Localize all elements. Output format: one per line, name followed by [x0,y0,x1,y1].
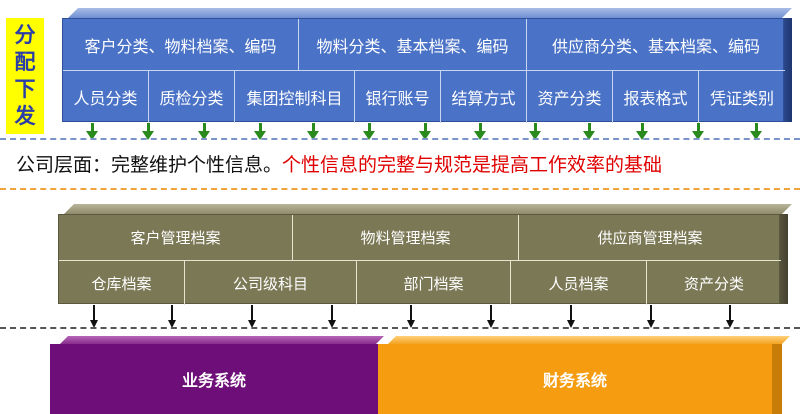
green-arrow-head [692,131,704,140]
black-arrow-head [328,320,336,328]
distribute-char: 分 [14,23,36,47]
group-cell-personnel-class: 人员分类 [63,71,149,123]
black-arrow-head [567,320,575,328]
black-arrow-head [726,320,734,328]
green-arrow [312,123,315,132]
distribute-char: 发 [14,104,36,128]
finance-system-block: 财务系统 [378,344,772,414]
finance-system-label: 财务系统 [542,371,607,390]
company-block-top [64,204,792,214]
company-cell-personnel: 人员档案 [511,261,647,305]
distribute-label: 分 配 下 发 [6,18,44,134]
black-arrow [570,305,572,321]
green-arrow-head [86,131,98,140]
green-arrow-head [307,131,319,140]
green-arrow-head [419,131,431,140]
business-system-top [60,336,384,344]
distribute-char: 下 [14,77,36,101]
group-cell-settlement: 结算方式 [441,71,527,123]
group-cell-report-format: 报表格式 [613,71,699,123]
black-arrow [490,305,492,321]
group-block-side [782,18,792,122]
black-arrow-head [90,320,98,328]
company-cell-customer-mgmt: 客户管理档案 [59,215,293,261]
distribute-char: 配 [14,50,36,74]
black-arrow-head [248,320,256,328]
finance-system-top [388,336,790,344]
green-arrow-head [474,131,486,140]
green-arrow [203,123,206,132]
black-arrow [729,305,731,321]
company-block-side [778,214,788,304]
group-cell-quality-class: 质检分类 [149,71,235,123]
company-cell-company-account: 公司级科目 [185,261,357,305]
group-cell-material: 物料分类、基本档案、编码 [299,19,527,71]
green-arrow [534,123,537,132]
black-arrow-head [487,320,495,328]
green-arrow-head [529,131,541,140]
group-cell-voucher-type: 凭证类别 [709,89,774,108]
group-archive-block: 客户分类、物料档案、编码 物料分类、基本档案、编码 供应商分类、基本档案、编码 … [62,18,785,123]
company-archive-block: 客户管理档案 物料管理档案 供应商管理档案 仓库档案 公司级科目 部门档案 人员… [58,214,781,305]
divider-orange [0,188,800,190]
green-arrow [755,123,758,132]
black-arrow [93,305,95,321]
group-cell-asset-class: 资产分类 [527,71,613,123]
green-arrow [368,123,371,132]
green-arrow [641,123,644,132]
green-arrow-head [583,131,595,140]
group-cell-control-account: 集团控制科目 [235,71,355,123]
company-cell-supplier-mgmt: 供应商管理档案 [519,215,781,261]
business-system-block: 业务系统 [50,344,378,414]
green-arrow [697,123,700,132]
green-arrow [588,123,591,132]
green-arrow-head [142,131,154,140]
group-cell-customer: 客户分类、物料档案、编码 [63,19,299,71]
group-cell-supplier: 供应商分类、基本档案、编码 [527,19,785,71]
black-arrow [251,305,253,321]
green-arrow-head [198,131,210,140]
black-arrow-head [407,320,415,328]
group-cell-bank-account: 银行账号 [355,71,441,123]
green-arrow-head [636,131,648,140]
divider-blue [0,138,800,140]
green-arrow-head [254,131,266,140]
company-statement-highlight: 个性信息的完整与规范是提高工作效率的基础 [282,154,663,176]
company-cell-asset-class: 资产分类 [683,274,744,293]
group-block-top [68,8,792,18]
company-level-statement: 公司层面：完整维护个性信息。个性信息的完整与规范是提高工作效率的基础 [16,150,662,177]
company-cell-warehouse: 仓库档案 [59,261,185,305]
black-arrow [331,305,333,321]
black-arrow-head [168,320,176,328]
black-arrow [171,305,173,321]
black-arrow [410,305,412,321]
green-arrow [424,123,427,132]
company-cell-material-mgmt: 物料管理档案 [293,215,519,261]
business-system-label: 业务系统 [181,371,246,390]
green-arrow-head [750,131,762,140]
green-arrow [479,123,482,132]
company-statement-text: 公司层面：完整维护个性信息。 [16,154,283,176]
green-arrow [147,123,150,132]
green-arrow [259,123,262,132]
divider-dark [0,327,800,329]
green-arrow-head [363,131,375,140]
green-arrow [91,123,94,132]
black-arrow [650,305,652,321]
company-cell-department: 部门档案 [357,261,511,305]
finance-system-side [772,344,782,414]
black-arrow-head [647,320,655,328]
